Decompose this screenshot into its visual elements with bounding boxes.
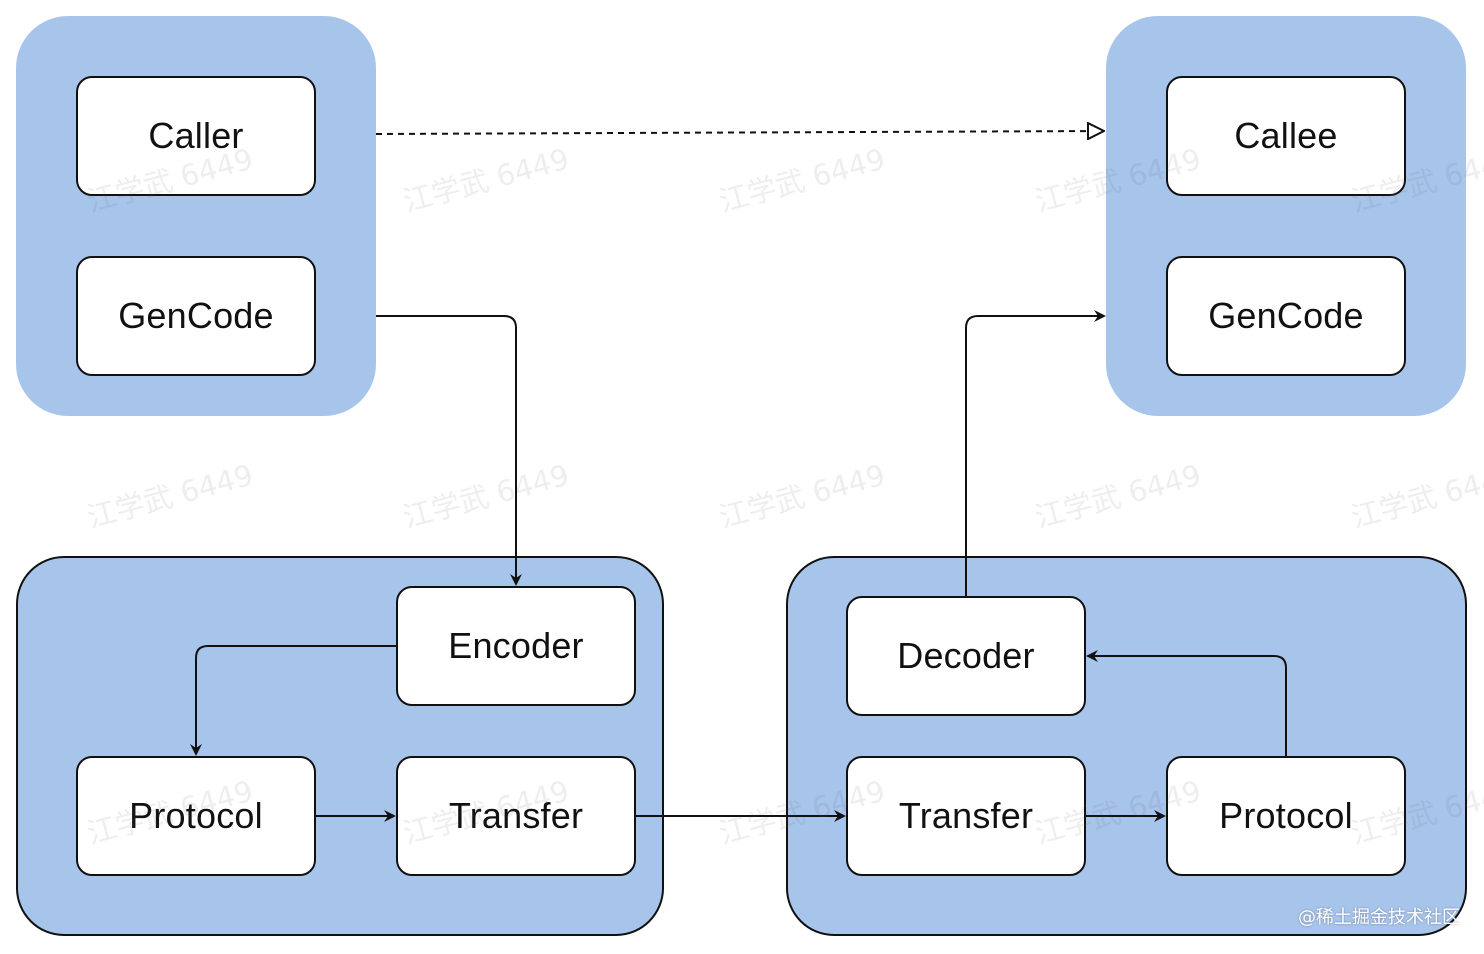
dashed-call-edge — [375, 131, 1104, 134]
protocol-left-node: Protocol — [76, 756, 316, 876]
caller-node: Caller — [76, 76, 316, 196]
watermark-text: 江学武 6449 — [1031, 457, 1205, 535]
transfer-left-node: Transfer — [396, 756, 636, 876]
watermark-text: 江学武 6449 — [399, 141, 573, 219]
callee-gencode-node: GenCode — [1166, 256, 1406, 376]
gencode-to-encoder-edge — [376, 315, 522, 586]
decoder-to-gencode-edge — [965, 310, 1106, 596]
watermark-text: 江学武 6449 — [715, 141, 889, 219]
watermark-text: 江学武 6449 — [83, 457, 257, 535]
decoder-node: Decoder — [846, 596, 1086, 716]
source-credit: @稀土掘金技术社区 — [1298, 907, 1460, 928]
watermark-text: 江学武 6449 — [715, 457, 889, 535]
caller-gencode-node: GenCode — [76, 256, 316, 376]
encoder-node: Encoder — [396, 586, 636, 706]
protocol-right-node: Protocol — [1166, 756, 1406, 876]
callee-node: Callee — [1166, 76, 1406, 196]
watermark-text: 江学武 6449 — [1347, 457, 1484, 535]
transfer-right-node: Transfer — [846, 756, 1086, 876]
watermark-text: 江学武 6449 — [399, 457, 573, 535]
